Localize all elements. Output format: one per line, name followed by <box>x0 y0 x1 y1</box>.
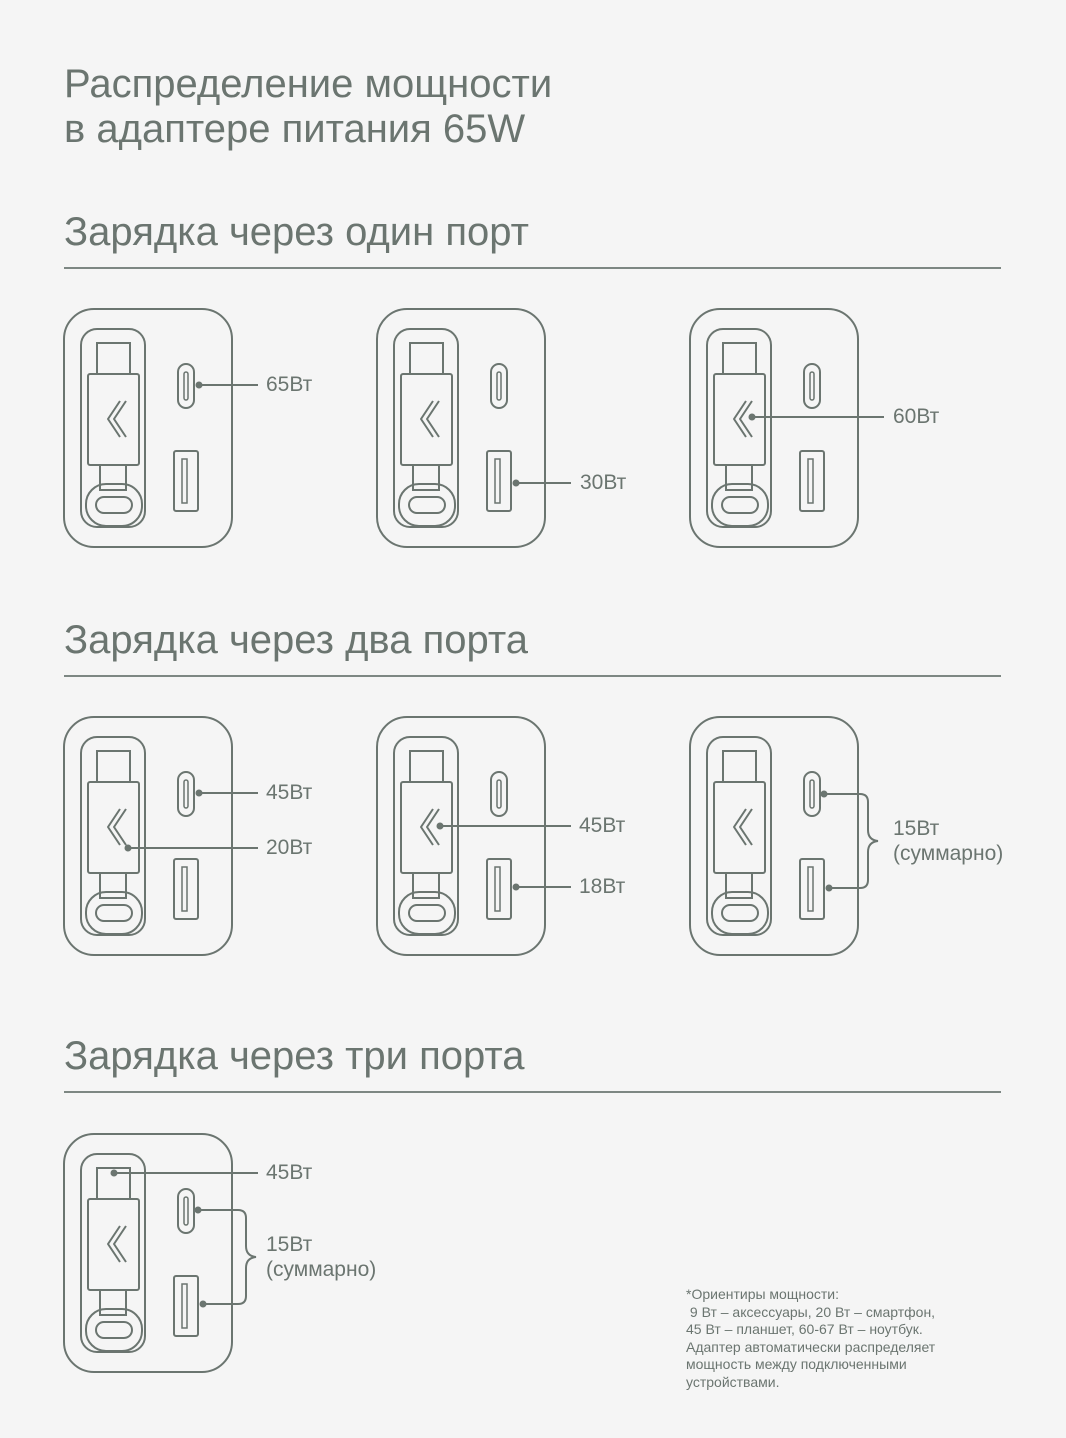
power-label-combined: 15Вт (суммарно) <box>266 1232 376 1282</box>
power-guidelines-footnote: *Ориентиры мощности: 9 Вт – аксессуары, … <box>686 1286 1006 1391</box>
power-label-combined-note: (суммарно) <box>893 842 1004 865</box>
power-label-combined-value: 15Вт <box>893 817 940 840</box>
power-label-usb-a: 30Вт <box>580 471 627 494</box>
page-title-line-2: в адаптере питания 65W <box>64 107 526 151</box>
footnote-line: мощность между подключенными <box>686 1356 907 1372</box>
section-heading-one-port: Зарядка через один порт <box>64 210 529 254</box>
section-divider-one-port <box>64 267 1001 269</box>
power-label-cable: 60Вт <box>893 405 940 428</box>
page-title-line-1: Распределение мощности <box>64 62 553 106</box>
section-divider-two-ports <box>64 675 1001 677</box>
power-label-cable: 20Вт <box>266 836 313 859</box>
power-label-combined: 15Вт (суммарно) <box>893 816 1003 866</box>
power-label-usb-c: 65Вт <box>266 373 313 396</box>
adapter-two-ports-cable-and-usb-a <box>376 716 571 956</box>
power-label-usb-a: 18Вт <box>579 875 626 898</box>
section-divider-three-ports <box>64 1091 1001 1093</box>
footnote-line: 9 Вт – аксессуары, 20 Вт – смартфон, <box>686 1303 936 1320</box>
adapter-two-ports-usb-c-and-usb-a <box>689 716 879 956</box>
adapter-two-ports-usb-c-and-cable <box>63 716 258 956</box>
adapter-one-port-cable <box>689 308 884 548</box>
adapter-three-ports <box>63 1133 258 1373</box>
footnote-line: 45 Вт – планшет, 60-67 Вт – ноутбук. <box>686 1321 923 1337</box>
power-label-cable: 45Вт <box>579 814 626 837</box>
footnote-line: Адаптер автоматически распределяет <box>686 1338 936 1355</box>
section-heading-two-ports: Зарядка через два порта <box>64 618 528 662</box>
power-label-cable: 45Вт <box>266 1161 313 1184</box>
power-label-combined-value: 15Вт <box>266 1233 313 1256</box>
section-heading-three-ports: Зарядка через три порта <box>64 1034 525 1078</box>
adapter-one-port-usb-a <box>376 308 571 548</box>
power-label-combined-note: (суммарно) <box>266 1258 377 1281</box>
page-title: Распределение мощности в адаптере питани… <box>64 62 552 152</box>
footnote-line: *Ориентиры мощности: <box>686 1286 840 1302</box>
footnote-line: устройствами. <box>686 1373 780 1390</box>
power-label-usb-c: 45Вт <box>266 781 313 804</box>
adapter-one-port-usb-c <box>63 308 258 548</box>
